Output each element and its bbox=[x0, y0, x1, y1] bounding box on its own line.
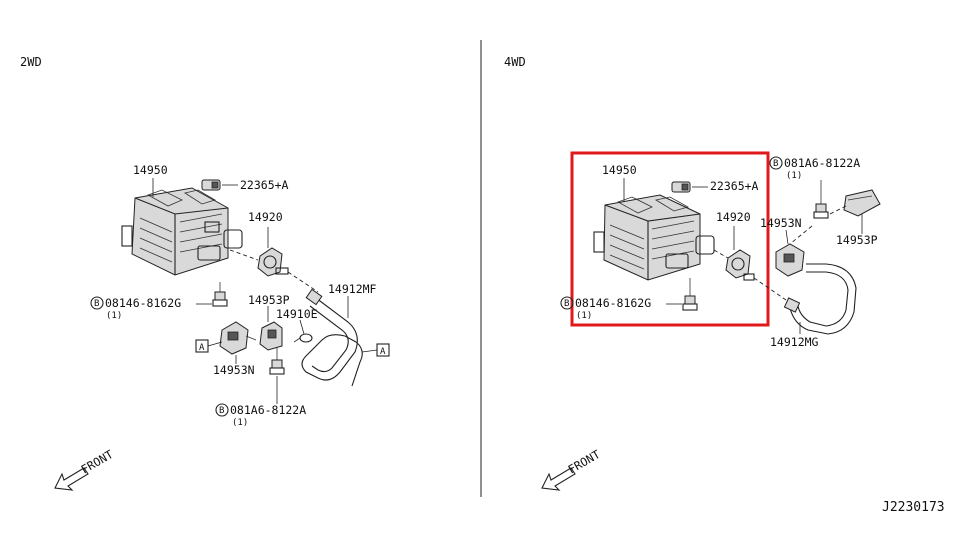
b-symbol-screw bbox=[215, 403, 229, 417]
bolt-2wd[interactable] bbox=[212, 282, 228, 307]
label-bracket-p-4wd: 14953P bbox=[836, 233, 878, 247]
label-hose-4wd: 14912MG bbox=[770, 335, 819, 349]
highlight-box bbox=[570, 151, 770, 327]
b-symbol-screw-4wd-text: B bbox=[773, 159, 778, 169]
front-arrow-2wd: FRONT bbox=[54, 447, 116, 491]
bracket-p-4wd[interactable] bbox=[843, 189, 881, 217]
bracket-n-4wd[interactable] bbox=[775, 243, 805, 277]
bolt-4wd[interactable] bbox=[682, 278, 698, 311]
bracket-p-2wd[interactable] bbox=[259, 321, 283, 351]
label-clip: 14910E bbox=[276, 307, 318, 321]
valve-2wd[interactable] bbox=[257, 247, 289, 277]
screw-4wd[interactable] bbox=[813, 180, 829, 219]
label-valve-4wd: 14920 bbox=[716, 210, 751, 224]
connector-2wd[interactable] bbox=[201, 179, 221, 191]
label-bracket-n: 14953N bbox=[213, 363, 255, 377]
diagram-code: J2230173 bbox=[882, 500, 945, 515]
label-screw-qty-4wd: (1) bbox=[786, 171, 802, 181]
b-symbol-bolt bbox=[90, 296, 104, 310]
b-symbol-screw-text: B bbox=[219, 406, 224, 416]
b-symbol-screw-4wd bbox=[769, 156, 783, 170]
label-canister-4wd: 14950 bbox=[602, 163, 637, 177]
ref-a2-text: A bbox=[380, 347, 386, 357]
b-symbol-bolt-4wd bbox=[560, 296, 574, 310]
section-label-4wd: 4WD bbox=[504, 55, 526, 69]
label-connector-4wd: 22365+A bbox=[710, 179, 759, 193]
label-bolt: 08146-8162G bbox=[105, 296, 181, 310]
hose-4wd[interactable] bbox=[783, 263, 857, 335]
clip-2wd[interactable] bbox=[293, 333, 313, 343]
hose-2wd[interactable] bbox=[301, 288, 363, 387]
label-bolt-4wd: 08146-8162G bbox=[575, 296, 651, 310]
label-canister: 14950 bbox=[133, 163, 168, 177]
canister-2wd[interactable] bbox=[121, 187, 243, 276]
label-connector: 22365+A bbox=[240, 178, 289, 192]
b-symbol-bolt-text: B bbox=[94, 299, 99, 309]
front-label-2wd: FRONT bbox=[79, 447, 116, 476]
canister-4wd[interactable] bbox=[593, 194, 715, 281]
label-screw: 081A6-8122A bbox=[230, 403, 306, 417]
label-screw-qty: (1) bbox=[232, 418, 248, 428]
b-symbol-bolt-4wd-text: B bbox=[564, 299, 569, 309]
bracket-n-2wd[interactable] bbox=[219, 321, 257, 355]
leader-clip bbox=[299, 319, 305, 335]
leader-bracket-n-4wd bbox=[785, 229, 789, 245]
label-bracket-p: 14953P bbox=[248, 293, 290, 307]
section-label-2wd: 2WD bbox=[20, 55, 42, 69]
label-bracket-n-4wd: 14953N bbox=[760, 216, 802, 230]
screw-2wd[interactable] bbox=[269, 348, 285, 375]
valve-4wd[interactable] bbox=[725, 249, 755, 281]
label-bolt-qty-4wd: (1) bbox=[576, 311, 592, 321]
label-valve: 14920 bbox=[248, 210, 283, 224]
front-label-4wd: FRONT bbox=[566, 447, 603, 476]
label-bolt-qty: (1) bbox=[106, 311, 122, 321]
ref-a1-text: A bbox=[199, 343, 205, 353]
connector-4wd[interactable] bbox=[671, 181, 691, 193]
label-screw-4wd: 081A6-8122A bbox=[784, 156, 860, 170]
label-hose: 14912MF bbox=[328, 282, 377, 296]
front-arrow-4wd: FRONT bbox=[541, 447, 603, 491]
